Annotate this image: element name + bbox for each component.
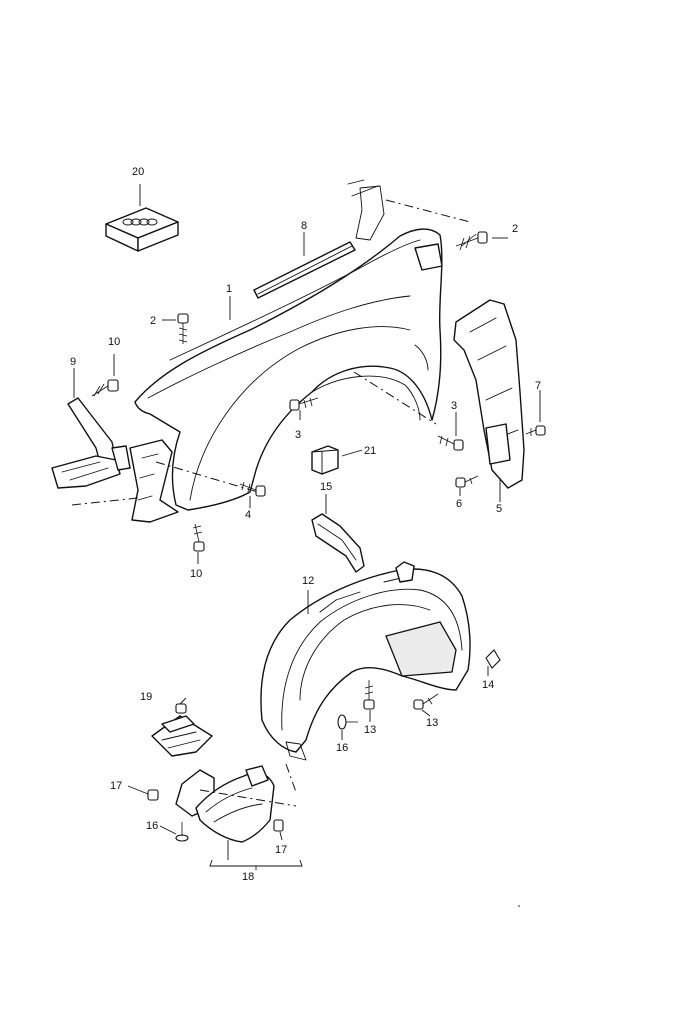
callout-20: 20	[132, 166, 144, 178]
callout-19: 19	[140, 691, 152, 703]
callout-1: 1	[226, 283, 232, 295]
bolt-13-left	[363, 680, 375, 710]
bolt-13-right	[413, 693, 439, 710]
callout-13-left: 13	[364, 724, 376, 736]
bolt-10-lower	[192, 523, 205, 552]
callout-5: 5	[496, 503, 502, 515]
pin-16-right	[337, 714, 358, 730]
callout-17-left: 17	[110, 780, 122, 792]
bolt-7	[525, 425, 546, 436]
bolt-2-upper	[455, 231, 488, 251]
callout-12: 12	[302, 575, 314, 587]
seal-pad-part	[311, 513, 365, 573]
clip-14	[485, 649, 501, 669]
callout-16-left: 16	[146, 820, 158, 832]
nut-19	[175, 703, 187, 714]
front-fender-part	[134, 179, 443, 511]
small-block-part	[311, 445, 339, 475]
leader-lines	[73, 184, 541, 870]
front-lower-bracket-part	[129, 439, 179, 523]
callout-labels: 20 8 2 1 2 10 9 7 3 3 21 4 6 5 15 10 12 …	[70, 166, 541, 883]
mounting-bracket-part	[51, 397, 131, 489]
callout-21: 21	[364, 445, 376, 457]
lower-bracket-19-part	[151, 715, 213, 757]
callout-2-upper: 2	[512, 223, 518, 235]
badge-block-part	[105, 207, 179, 252]
callout-6: 6	[456, 498, 462, 510]
bolt-10-upper	[91, 379, 119, 397]
wheel-housing-liner-part	[260, 561, 471, 761]
callout-13-right: 13	[426, 717, 438, 729]
callout-18: 18	[242, 871, 254, 883]
callout-8: 8	[301, 220, 307, 232]
trim-strip-part	[253, 241, 356, 299]
bolt-4	[239, 481, 266, 497]
callout-14: 14	[482, 679, 494, 691]
lower-liner-assembly-part	[175, 765, 275, 843]
callout-3-left: 3	[295, 429, 301, 441]
side-splash-bracket-part	[453, 299, 525, 489]
bolt-3-right	[437, 435, 464, 451]
callout-17-right: 17	[275, 844, 287, 856]
callout-4: 4	[245, 509, 251, 521]
callout-15: 15	[320, 481, 332, 493]
callout-16-right: 16	[336, 742, 348, 754]
pin-16-left	[175, 822, 189, 842]
callout-10-lower: 10	[190, 568, 202, 580]
callout-10-upper: 10	[108, 336, 120, 348]
callout-3-right: 3	[451, 400, 457, 412]
callout-2-left: 2	[150, 315, 156, 327]
bolt-6	[455, 475, 479, 488]
nut-17-right	[273, 819, 284, 832]
assembly-guide-lines	[71, 199, 471, 807]
bolt-2-left	[177, 313, 189, 344]
nut-17-left	[147, 789, 159, 801]
speck-mark	[518, 905, 520, 907]
callout-7: 7	[535, 380, 541, 392]
callout-9: 9	[70, 356, 76, 368]
bolt-3-left	[289, 397, 319, 411]
